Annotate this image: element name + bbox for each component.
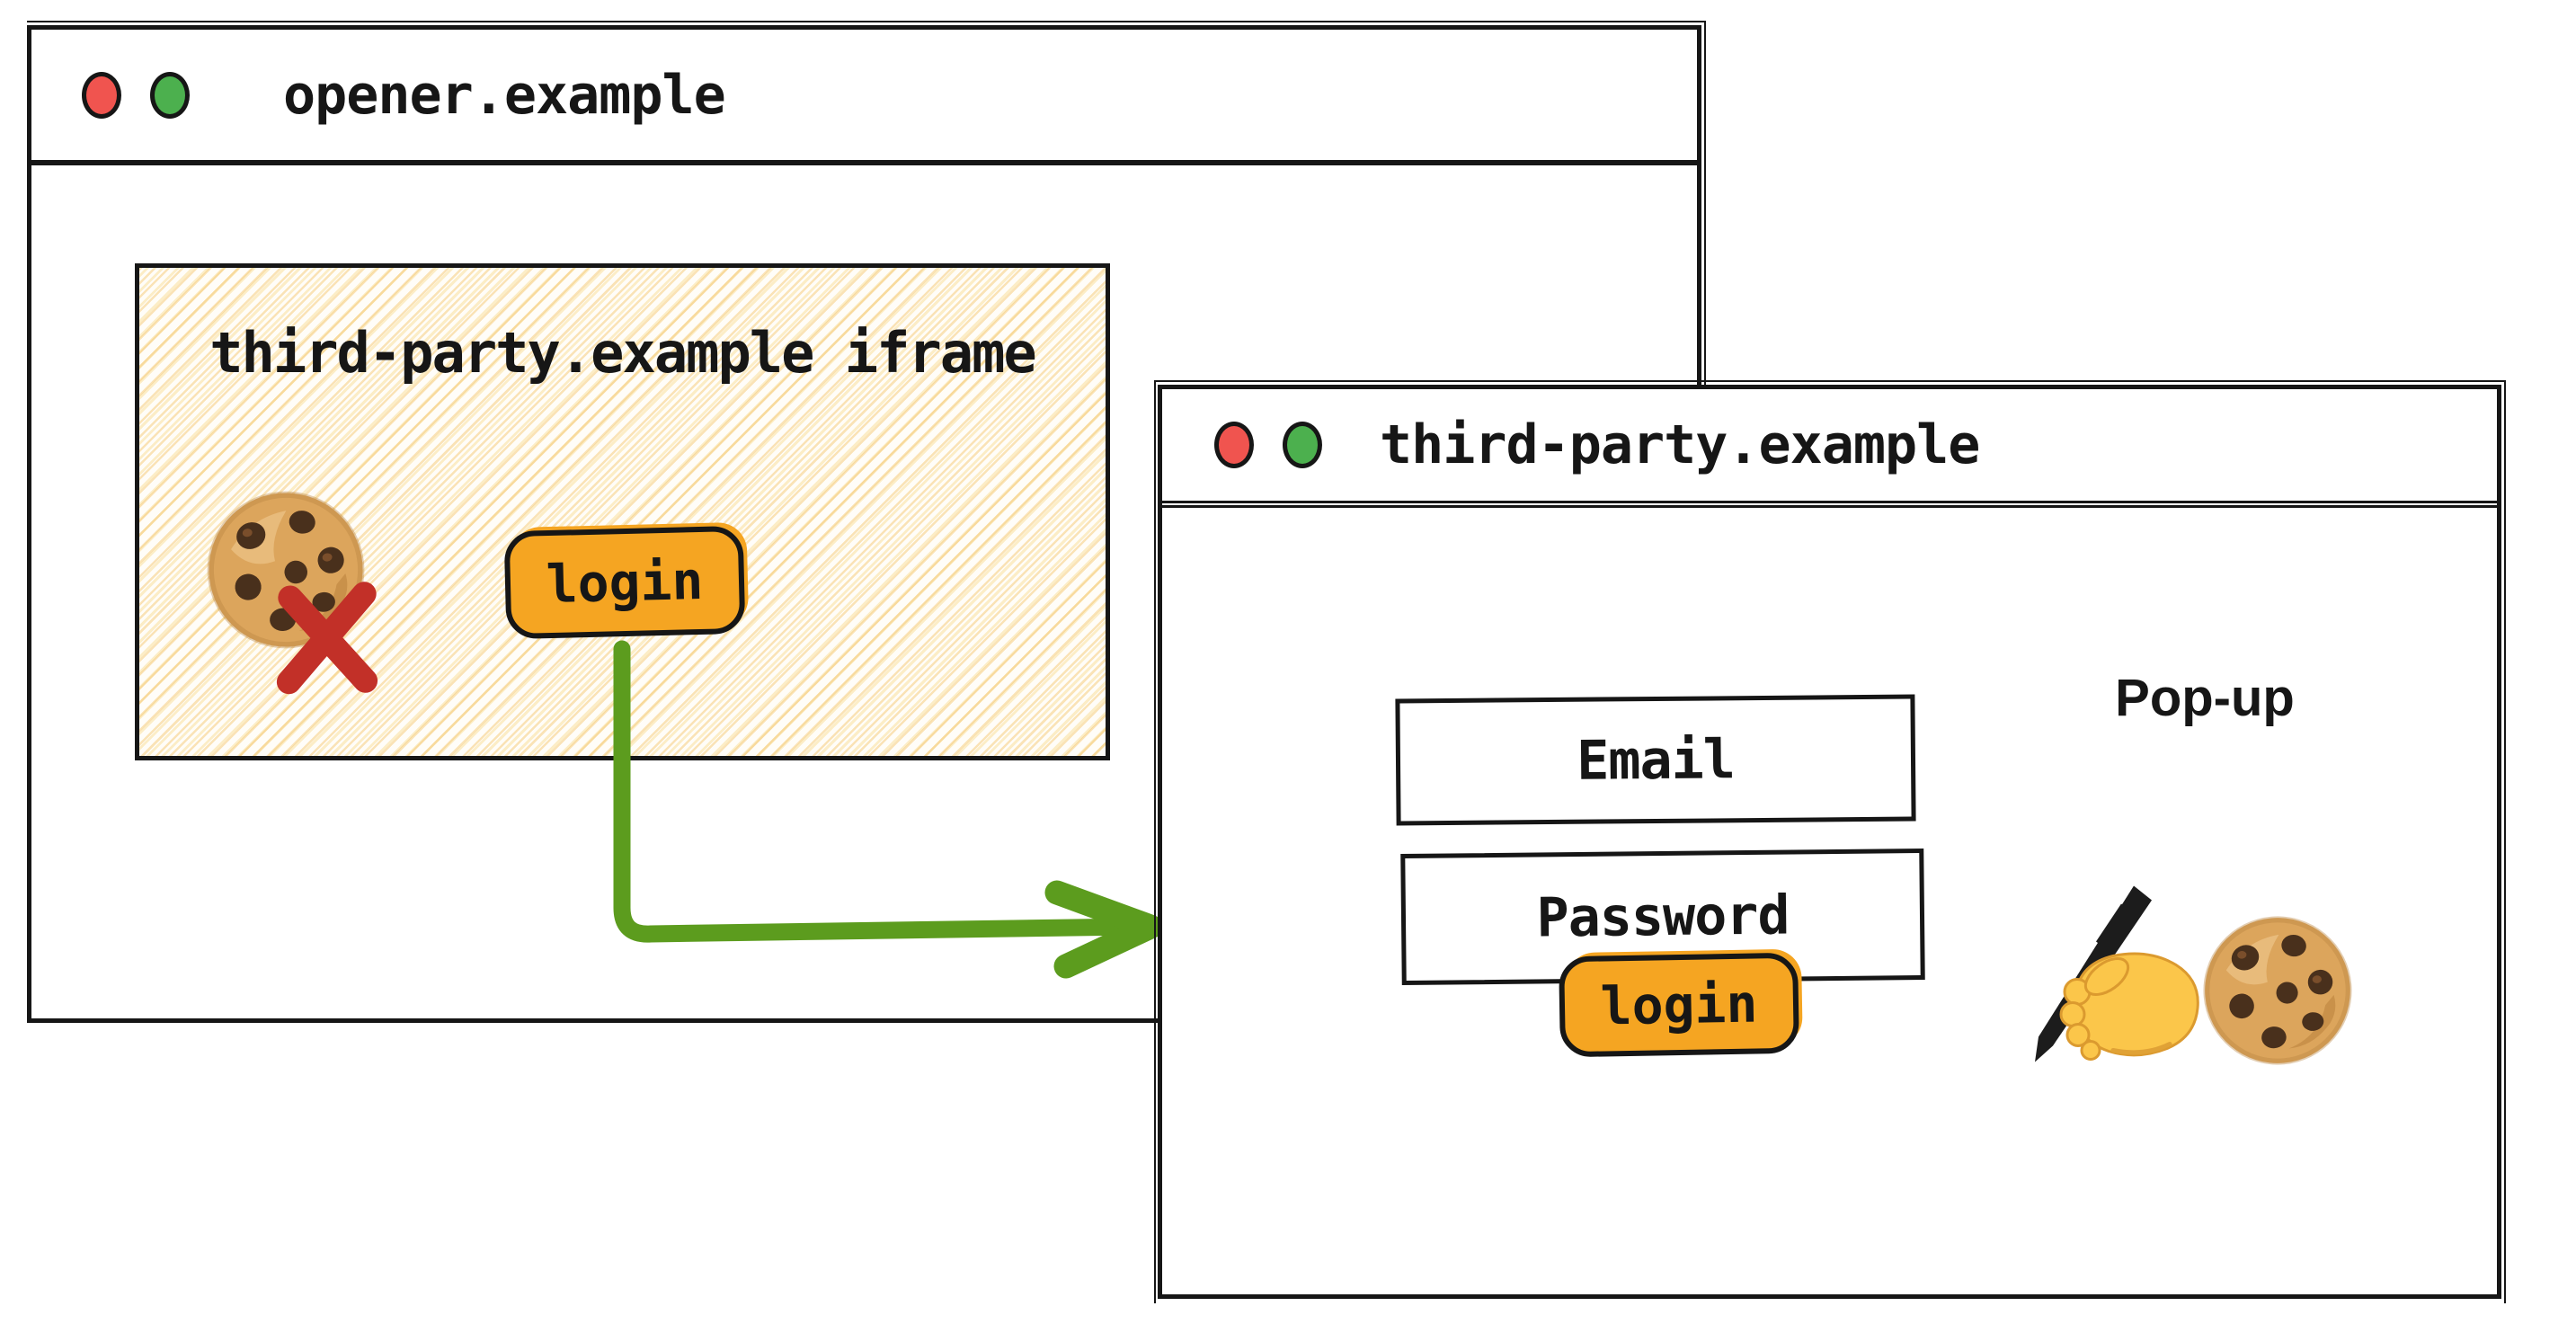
popup-window: third-party.example Email Password login… bbox=[1154, 380, 2506, 1303]
iframe-login-button-label: login bbox=[545, 549, 705, 616]
popup-titlebar: third-party.example bbox=[1162, 389, 2497, 508]
iframe-login-button[interactable]: login bbox=[503, 525, 746, 640]
writing-hand-icon bbox=[2028, 882, 2203, 1066]
email-field[interactable]: Email bbox=[1395, 694, 1916, 826]
password-field-label: Password bbox=[1536, 884, 1790, 950]
popup-login-button-label: login bbox=[1600, 973, 1758, 1037]
email-field-label: Email bbox=[1576, 727, 1736, 793]
opener-titlebar: opener.example bbox=[31, 30, 1697, 165]
traffic-light-red-icon[interactable] bbox=[1214, 422, 1254, 468]
iframe-label: third-party.example iframe bbox=[209, 320, 1037, 386]
opener-window-title: opener.example bbox=[283, 63, 726, 127]
traffic-light-green-icon[interactable] bbox=[150, 71, 190, 119]
cookie-icon bbox=[2194, 907, 2361, 1074]
popup-login-button[interactable]: login bbox=[1559, 952, 1799, 1058]
third-party-iframe: third-party.example iframe bbox=[135, 263, 1110, 760]
popup-label: Pop-up bbox=[2115, 669, 2295, 727]
traffic-light-red-icon[interactable] bbox=[82, 71, 121, 119]
traffic-light-green-icon[interactable] bbox=[1283, 422, 1322, 468]
blocked-x-icon bbox=[263, 566, 391, 708]
popup-window-title: third-party.example bbox=[1380, 413, 1980, 476]
